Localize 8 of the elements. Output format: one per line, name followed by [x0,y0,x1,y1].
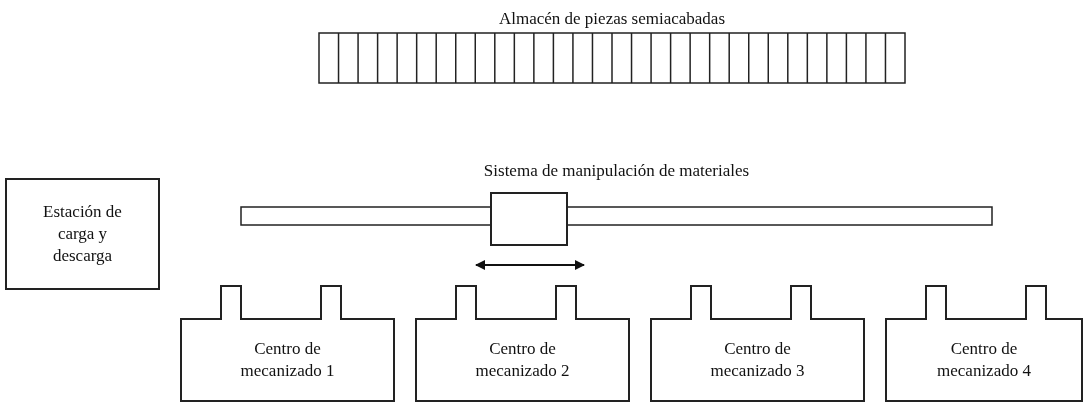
station-label: Estación de carga y descarga [42,201,123,267]
carriage [490,192,568,246]
machine-label: Centro de mecanizado 1 [239,338,336,382]
machine-label: Centro de mecanizado 4 [936,338,1032,382]
machine-label: Centro de mecanizado 2 [474,338,571,382]
machine-label: Centro de mecanizado 3 [709,338,806,382]
rail-heading: Sistema de manipulación de materiales [482,160,751,182]
rack-heading: Almacén de piezas semiacabadas [497,8,727,30]
